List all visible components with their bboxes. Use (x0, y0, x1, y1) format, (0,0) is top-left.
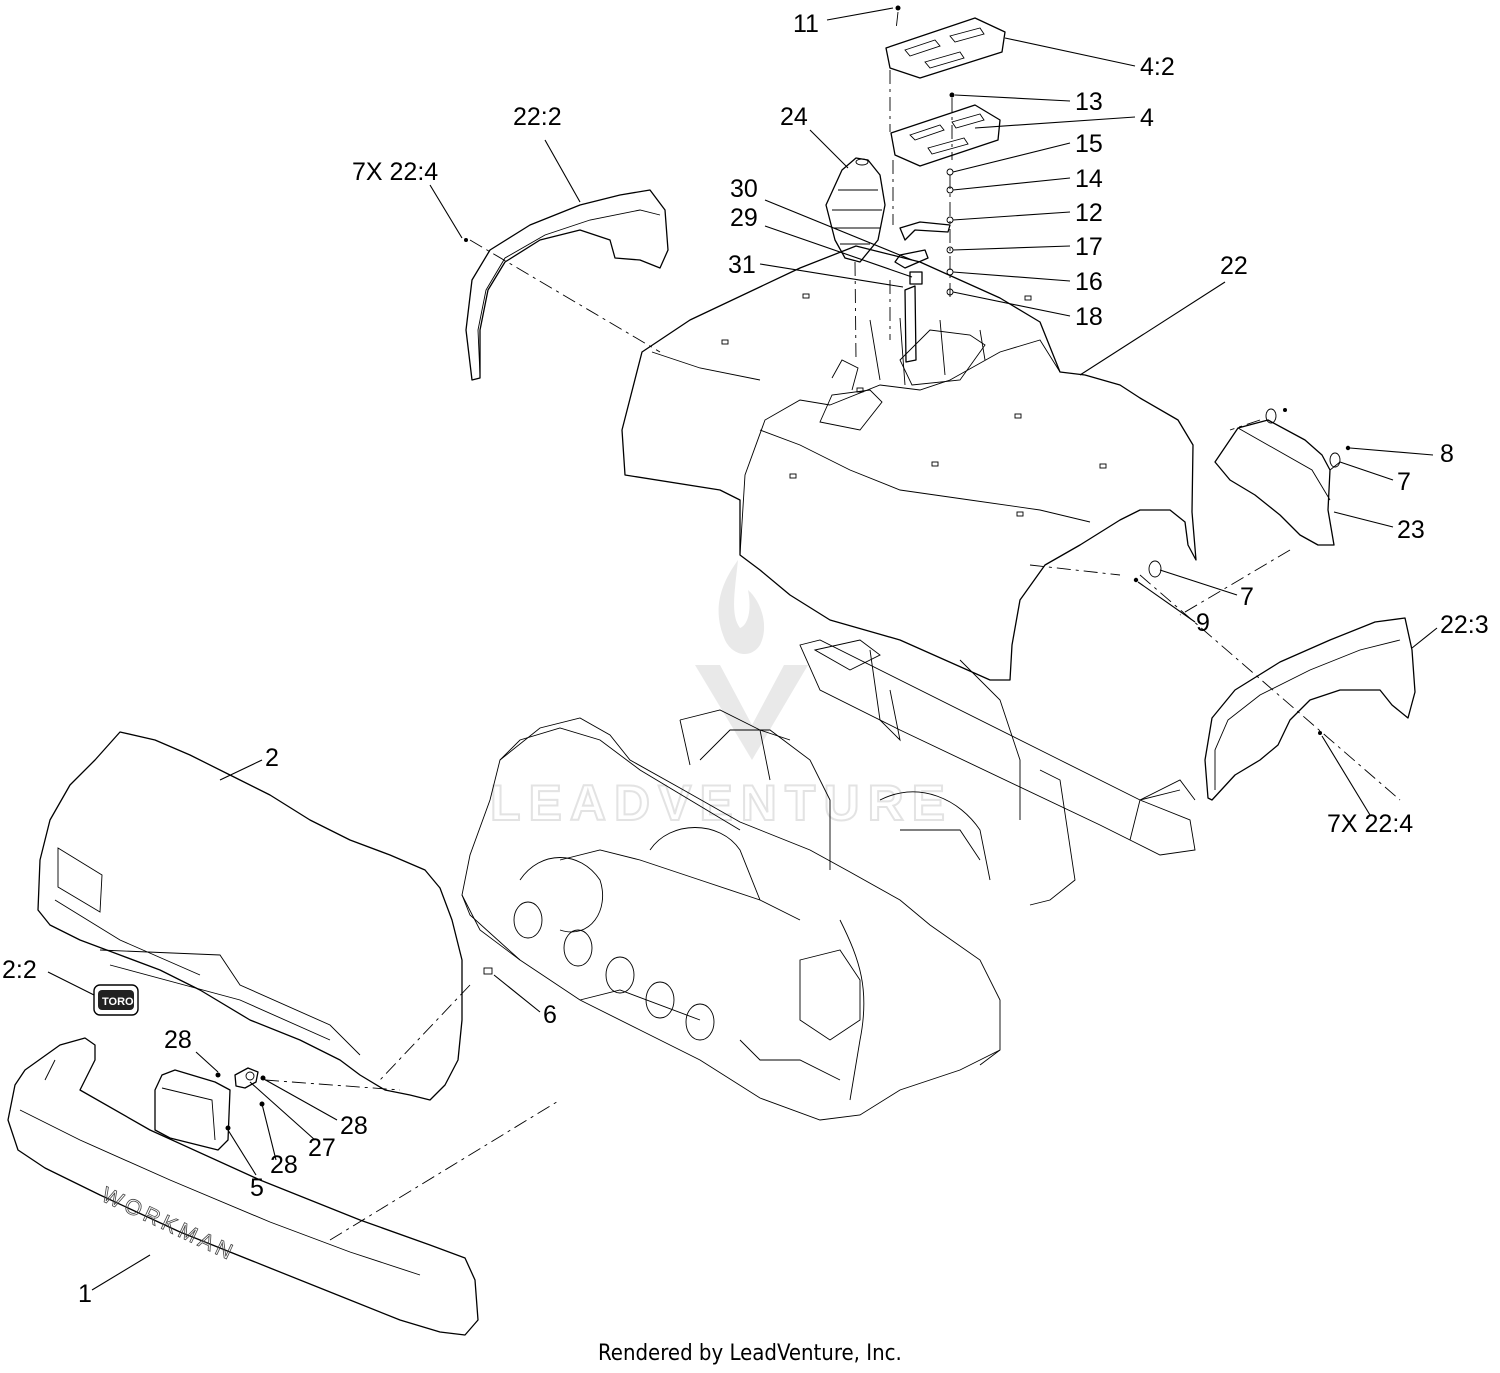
callout-27: 27 (308, 1134, 336, 1162)
fender-flare-22-3 (1204, 617, 1416, 801)
switch-assembly (894, 221, 951, 363)
chassis-frame (461, 639, 1196, 1121)
callout-15: 15 (1075, 130, 1103, 158)
watermark: LEADVENTURE (489, 560, 953, 832)
fastener-6 (483, 967, 493, 975)
shift-boot-24 (825, 157, 886, 263)
callout-16: 16 (1075, 268, 1103, 296)
callout-30: 30 (730, 175, 758, 203)
callout-7x-22-4-left: 7X 22:4 (352, 158, 438, 186)
plate-4 (890, 104, 1001, 167)
grille-panel-2 (37, 731, 463, 1101)
callout-22-2: 22:2 (513, 103, 562, 131)
toro-badge: TORO (93, 984, 139, 1016)
callout-7-upper: 7 (1397, 468, 1411, 496)
callout-11: 11 (793, 10, 819, 38)
callout-8: 8 (1440, 440, 1454, 468)
callout-28-b: 28 (340, 1112, 368, 1140)
hardware-fasteners (464, 238, 1351, 735)
callout-1: 1 (78, 1280, 92, 1308)
leader-lines (47, 7, 1438, 1291)
callout-23: 23 (1397, 516, 1425, 544)
callout-2: 2 (265, 744, 279, 772)
callout-29: 29 (730, 204, 758, 232)
bumper-logo-text: WORKMAN (98, 1182, 240, 1266)
callout-17: 17 (1075, 233, 1103, 261)
callout-2-2: 2:2 (2, 956, 37, 984)
callout-labels: 11 4:2 13 4 15 14 12 17 16 18 24 30 29 3… (2, 10, 1489, 1308)
assembly-lines (264, 11, 1401, 1241)
callout-24: 24 (780, 103, 808, 131)
callout-5: 5 (250, 1174, 264, 1202)
callout-18: 18 (1075, 303, 1103, 331)
callout-22-3: 22:3 (1440, 611, 1489, 639)
callout-28-c: 28 (270, 1151, 298, 1179)
callout-9: 9 (1196, 609, 1210, 637)
callout-22: 22 (1220, 252, 1248, 280)
footer-credit: Rendered by LeadVenture, Inc. (598, 1341, 902, 1366)
callout-31: 31 (728, 251, 756, 279)
callout-4-2: 4:2 (1140, 53, 1175, 81)
badge-logo-text: TORO (102, 996, 134, 1008)
headlight-5 (154, 1069, 231, 1151)
plate-4-2 (885, 17, 1006, 79)
callout-6: 6 (543, 1001, 557, 1029)
fasteners-28 (215, 1072, 266, 1131)
connector-27 (234, 1067, 259, 1089)
callout-7-lower: 7 (1240, 583, 1254, 611)
watermark-text: LEADVENTURE (490, 775, 953, 831)
callout-4: 4 (1140, 104, 1154, 132)
callout-28-a: 28 (164, 1026, 192, 1054)
callout-7x-22-4-right: 7X 22:4 (1327, 810, 1413, 838)
callout-13: 13 (1075, 88, 1103, 116)
side-panel-23 (1214, 419, 1335, 546)
callout-14: 14 (1075, 165, 1103, 193)
fender-flare-22-2 (465, 189, 669, 381)
hood-22 (621, 245, 1197, 681)
callout-12: 12 (1075, 199, 1103, 227)
